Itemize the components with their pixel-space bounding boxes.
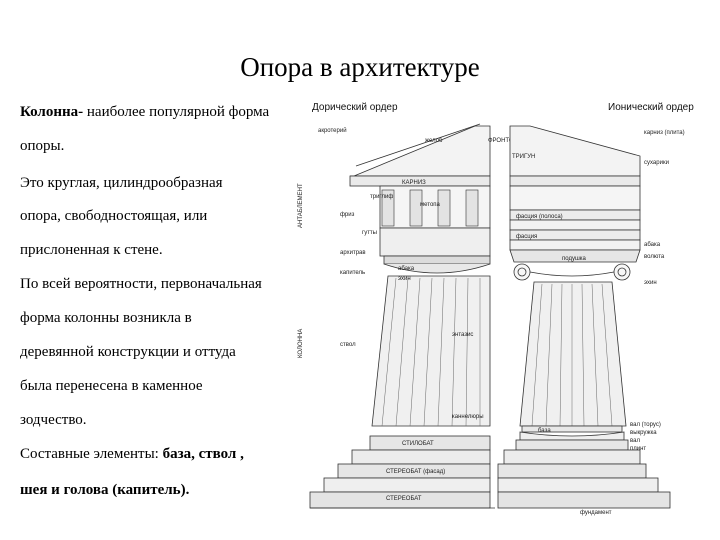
label-triglif: триглиф bbox=[370, 194, 393, 200]
label-stvol: ствол bbox=[340, 342, 356, 348]
doric-order-drawing bbox=[309, 123, 495, 509]
label-timpan: ТРИГУН bbox=[512, 154, 535, 160]
label-fundament: фундамент bbox=[580, 510, 612, 516]
doric-order-header: Дорический ордер bbox=[312, 102, 398, 113]
text-line-12: шея и голова (капитель). bbox=[20, 482, 189, 499]
text-line-11-prefix: Составные элементы: bbox=[20, 446, 163, 462]
text-line-10: зодчество. bbox=[20, 412, 87, 428]
text-line-2: опоры. bbox=[20, 138, 65, 154]
text-line-11: Составные элементы: база, ствол , bbox=[20, 446, 244, 463]
label-karniz-ionic: карниз (плита) bbox=[644, 130, 685, 136]
ionic-order-header: Ионический ордер bbox=[608, 102, 694, 113]
label-akroterij: акротерий bbox=[318, 127, 347, 134]
label-architrav: архитрав bbox=[340, 250, 366, 256]
text-line-3: Это круглая, цилиндрообразная bbox=[20, 175, 223, 191]
ionic-order-drawing bbox=[497, 125, 671, 509]
label-zhelob: желоб bbox=[425, 138, 443, 144]
label-ehin-ionic: эхин bbox=[644, 280, 657, 286]
label-entazis: энтазис bbox=[452, 332, 473, 338]
label-plintus: плинт bbox=[630, 446, 646, 452]
label-stilobat: СТИЛОБАТ bbox=[402, 441, 434, 447]
label-gutty: гутты bbox=[362, 230, 377, 236]
label-kapitel: капитель bbox=[340, 270, 365, 276]
label-antablement: АНТАБЛЕМЕНТ bbox=[298, 183, 304, 228]
label-abaka: абака bbox=[398, 266, 415, 272]
label-kolonna: КОЛОННА bbox=[298, 329, 304, 358]
label-stereobat: СТЕРЕОБАТ bbox=[386, 496, 422, 502]
term-elements-2: шея и голова (капитель). bbox=[20, 482, 190, 498]
label-ehin: эхин bbox=[398, 276, 411, 282]
text-line-4: опора, свободностоящая, или bbox=[20, 208, 208, 224]
label-val-verh: вал (торус) bbox=[630, 422, 661, 428]
label-val: вал bbox=[630, 438, 640, 444]
text-line-1: Колонна- наиболее популярной форма bbox=[20, 104, 269, 121]
term-elements: база, ствол , bbox=[162, 446, 244, 462]
text-line-6: По всей вероятности, первоначальная bbox=[20, 276, 262, 292]
text-line-9: была перенесена в каменное bbox=[20, 378, 203, 394]
text-line-7: форма колонны возникла в bbox=[20, 310, 192, 326]
label-stereobat-fasad: СТЕРЕОБАТ (фасад) bbox=[386, 469, 445, 475]
label-zubchiki: сухарики bbox=[644, 160, 669, 166]
label-kanneljury: каннелюры bbox=[452, 414, 484, 420]
term-column: Колонна- bbox=[20, 104, 84, 120]
page-title: Опора в архитектуре bbox=[240, 52, 480, 82]
label-fascija: фасция bbox=[516, 234, 537, 240]
label-abaka-ionic: абака bbox=[644, 242, 661, 248]
label-volyuta: волюта bbox=[644, 254, 665, 260]
label-karniz: КАРНИЗ bbox=[402, 180, 426, 186]
order-diagram: Дорический ордер Ионический ордер bbox=[290, 96, 718, 526]
label-friz: фриз bbox=[340, 212, 355, 218]
text-line-5: прислоненная к стене. bbox=[20, 242, 163, 258]
label-metopa: метопа bbox=[420, 202, 441, 208]
label-fascija-verh: фасция (полоса) bbox=[516, 214, 563, 220]
label-fronton: ФРОНТОН bbox=[488, 138, 518, 144]
label-podushka: подушка bbox=[562, 256, 587, 262]
text-line-1-rest: наиболее популярной форма bbox=[83, 104, 270, 120]
text-line-8: деревянной конструкции и оттуда bbox=[20, 344, 236, 360]
label-vypuklost: выкружка bbox=[630, 430, 657, 436]
label-baza: база bbox=[538, 428, 551, 434]
